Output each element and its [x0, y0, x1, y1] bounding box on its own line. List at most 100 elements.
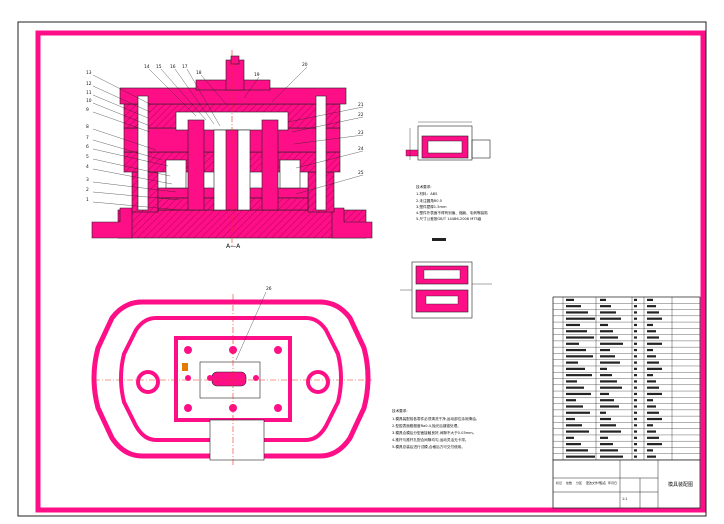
parts-cell-text [647, 380, 656, 383]
ejector-pin-hole [253, 375, 259, 381]
callout-leader [92, 191, 181, 201]
return-pin-right [279, 159, 301, 189]
parts-cell-text [647, 430, 656, 433]
parts-cell-text [647, 355, 656, 358]
title-cell-label: 处数 [566, 480, 572, 485]
title-cell-label: 签名 [600, 480, 606, 485]
ejector-pin-hole [274, 404, 282, 412]
parts-cell-text [647, 436, 659, 439]
callout-number: 11 [86, 90, 92, 96]
ejector-pin-hole [185, 375, 191, 381]
parts-cell-text [634, 399, 637, 402]
callout-number: 5 [86, 154, 89, 160]
callout-number: 26 [266, 286, 272, 292]
parts-cell-text [600, 342, 623, 345]
plan-view: 26 [91, 286, 372, 466]
callout-number: 10 [86, 98, 92, 104]
parts-cell-text [566, 386, 584, 389]
parts-cell-text [634, 323, 637, 327]
callout-number: 24 [358, 146, 364, 152]
callout-leader [92, 85, 151, 113]
parts-cell-text [647, 361, 659, 364]
parts-cell-text [566, 436, 574, 439]
parts-cell-text [634, 449, 637, 452]
callout-number: 15 [156, 64, 162, 70]
callout-number: 23 [358, 130, 364, 136]
right-guide-pillar [315, 95, 327, 211]
parts-cell-text [634, 305, 637, 308]
parts-cell-text [647, 455, 656, 458]
parts-cell-text [566, 311, 588, 314]
parts-cell-text [647, 443, 662, 446]
parts-cell-text [634, 380, 637, 383]
part-note-line: 3.塑件壁厚1.5mm [416, 204, 447, 209]
parts-cell-text [566, 417, 575, 421]
parts-cell-text [566, 392, 591, 396]
parts-cell-text [566, 305, 581, 308]
parts-cell-text [566, 342, 579, 345]
sprue-bushing [225, 59, 245, 91]
parts-cell-text [600, 399, 614, 402]
callout-leader [92, 128, 157, 151]
callout-number: 9 [86, 107, 89, 113]
top-clamp-plate [119, 87, 347, 105]
parts-cell-text [600, 305, 611, 308]
parts-cell-text [634, 386, 637, 389]
callout-leader [186, 68, 221, 127]
callout-number: 18 [196, 70, 202, 76]
callout-leader [92, 111, 151, 133]
callout-number: 3 [86, 177, 89, 183]
callout-number: 2 [86, 187, 89, 193]
part-cavity-top [427, 140, 463, 154]
parts-cell-text [566, 449, 588, 452]
gate-marker [182, 363, 188, 371]
parts-cell-text [647, 323, 653, 327]
section-marker [432, 238, 446, 241]
parts-cell-text [600, 298, 606, 301]
parts-cell-text [566, 336, 594, 339]
callout-leader [160, 68, 207, 121]
parts-cell-text [634, 298, 637, 301]
parts-cell-text [647, 411, 659, 414]
tech-req-line: 4.推杆与推杆孔配合间隙均匀,运动灵活无卡滞。 [392, 437, 468, 442]
parts-cell-text [566, 348, 586, 352]
callout-leader [200, 74, 227, 105]
guide-hole-left [136, 370, 160, 394]
parts-cell-text [647, 311, 659, 314]
callout-number: 21 [358, 102, 364, 108]
callout-leader [92, 102, 151, 127]
callout-number: 25 [358, 170, 364, 176]
callout-leader [243, 76, 260, 99]
parts-cell-text [647, 342, 662, 345]
callout-number: 6 [86, 144, 89, 150]
parts-cell-text [566, 298, 574, 301]
callout-number: 19 [254, 72, 260, 78]
callout-number: 17 [182, 64, 188, 70]
parts-cell-text [634, 424, 637, 427]
part-note-line: 5.尺寸公差按GB/T 14486-2008 MT5级 [416, 216, 482, 221]
cavity-slot [211, 371, 247, 387]
parts-cell-text [600, 386, 622, 389]
parts-cell-text [634, 374, 637, 377]
parts-cell-text [600, 323, 608, 327]
parts-cell-text [566, 367, 585, 370]
callout-leader [92, 139, 163, 161]
section-label: A—A [226, 243, 241, 250]
title-row-labels: 标记 处数 分区 更改文件号 签名 年月日 [556, 480, 617, 485]
right-core-insert [261, 119, 279, 211]
parts-cell-text [634, 348, 637, 352]
callout-number: 20 [302, 62, 308, 68]
parts-cell-text [647, 367, 662, 370]
parts-cell-text [600, 405, 619, 408]
parts-cell-text [647, 399, 653, 402]
parts-cell-text [634, 317, 637, 320]
tech-req-line: 5.模具总装后进行试模,合格后方可交付使用。 [392, 444, 465, 449]
parts-cell-text [647, 405, 656, 408]
parts-cell-text [600, 392, 609, 396]
parts-cell-text [647, 417, 662, 421]
bottom-clamp-plate [117, 209, 367, 239]
drawing-title: 模具装配图 [668, 481, 693, 488]
title-block-frame [552, 459, 701, 509]
